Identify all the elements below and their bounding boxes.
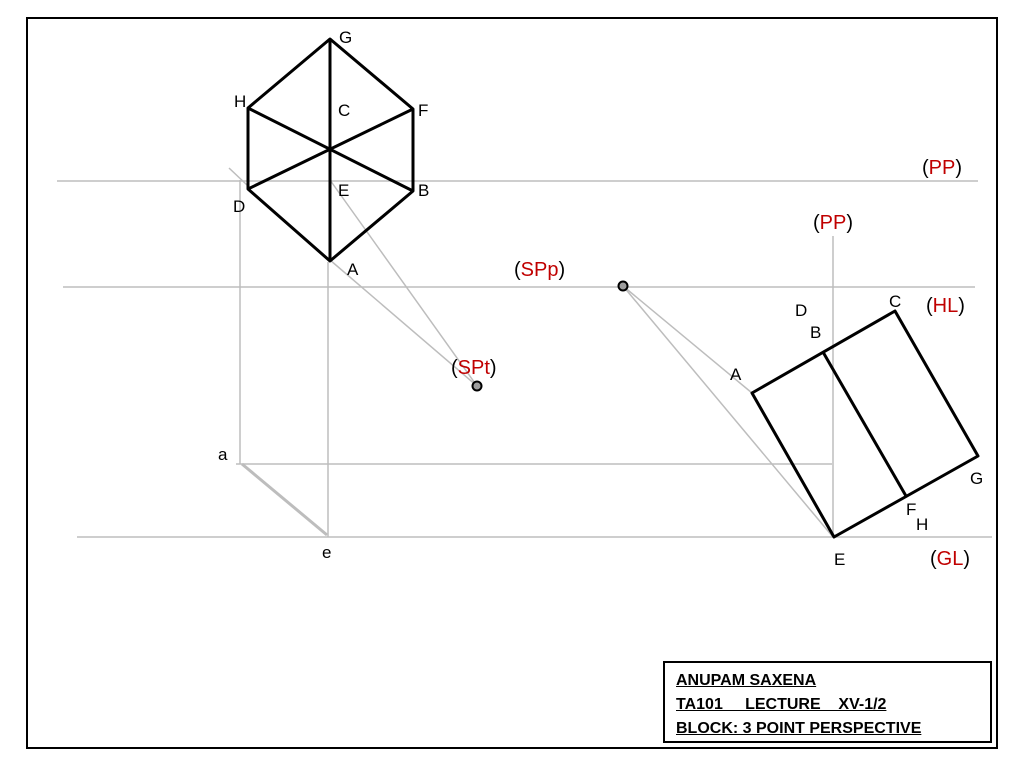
label-c-side: C [889, 292, 901, 311]
label-b-side: B [810, 323, 821, 342]
spt-label: (SPt) [451, 357, 497, 379]
edge-b-fh [821, 351, 908, 497]
spp-to-e-ray [622, 285, 834, 538]
label-h-side: H [916, 515, 928, 534]
label-g-side: G [970, 469, 983, 488]
label-f-side: F [906, 500, 916, 519]
drawing-border [26, 17, 998, 749]
label-a-top: A [347, 260, 359, 279]
a-to-spt-ray [329, 259, 478, 387]
side-view-outline [750, 309, 980, 539]
side-view-labels: D C B A G F H E [730, 292, 983, 569]
d-to-spt-ray [228, 167, 248, 186]
label-d-top: D [233, 197, 245, 216]
hl-label: (HL) [926, 295, 965, 317]
side-view-cube [750, 309, 980, 539]
a-to-e-front-edge [241, 462, 328, 537]
front-view-labels: a e [218, 445, 331, 562]
label-g-top: G [339, 28, 352, 47]
label-d-side: D [795, 301, 807, 320]
label-f-top: F [418, 101, 428, 120]
title-author: ANUPAM SAXENA [676, 672, 817, 689]
spp-point [617, 280, 629, 292]
title-block: ANUPAM SAXENA TA101 LECTURE XV-1/2 BLOCK… [663, 661, 992, 743]
spp-to-a-ray [622, 285, 753, 394]
reference-labels: (PP) (PP) (SPp) (HL) (SPt) (GL) [451, 157, 970, 570]
e-to-spt-ray [329, 179, 478, 387]
edge-f-d [247, 107, 414, 191]
label-e-top: E [338, 181, 349, 200]
title-course: TA101 LECTURE XV-1/2 [676, 696, 887, 713]
spp-label: (SPp) [514, 259, 565, 281]
gl-label: (GL) [930, 548, 970, 570]
title-block-name: BLOCK: 3 POINT PERSPECTIVE [676, 720, 922, 737]
label-a-front: a [218, 445, 228, 464]
label-e-front: e [322, 543, 331, 562]
label-b-top: B [418, 181, 429, 200]
spt-point [471, 380, 483, 392]
label-c-top: C [338, 101, 350, 120]
label-a-side: A [730, 365, 742, 384]
top-view-cube [246, 37, 415, 263]
pp-top-label: (PP) [922, 157, 962, 179]
label-e-side: E [834, 550, 845, 569]
pp-side-label: (PP) [813, 212, 853, 234]
top-view-labels: G H C F E B D A [233, 28, 429, 279]
label-h-top: H [234, 92, 246, 111]
